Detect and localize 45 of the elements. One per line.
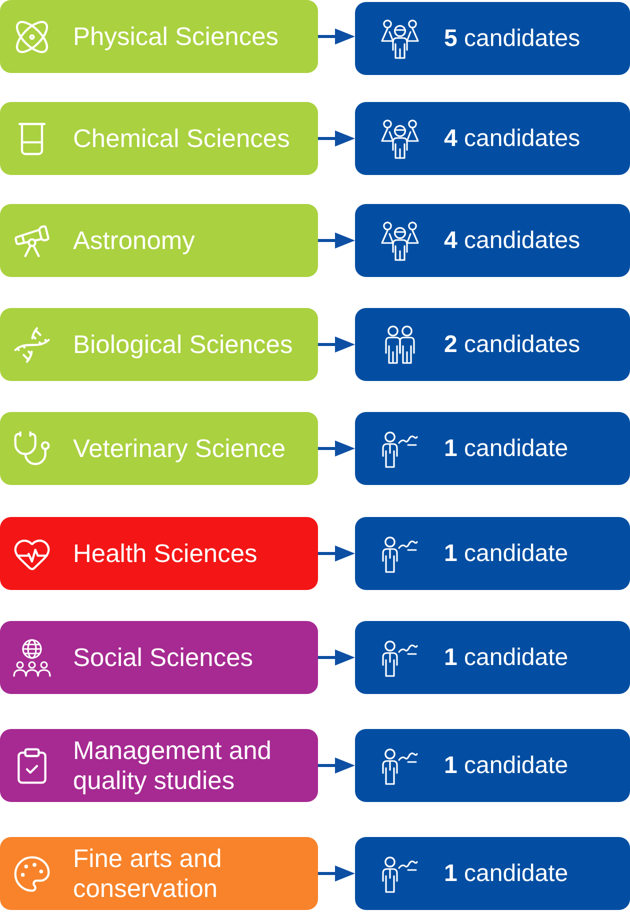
candidate-count: 1 candidate xyxy=(444,434,568,462)
category-box xyxy=(0,204,318,277)
category-label: Biological Sciences xyxy=(73,330,293,360)
arrow xyxy=(318,28,355,44)
arrow xyxy=(318,336,355,352)
arrow xyxy=(318,232,355,248)
category-box xyxy=(0,412,318,485)
category-box xyxy=(0,517,318,590)
candidate-count: 4 candidates xyxy=(444,226,580,254)
candidate-count: 1 candidate xyxy=(444,752,568,780)
category-label: Astronomy xyxy=(73,226,195,256)
candidate-count-box xyxy=(355,412,630,485)
candidate-count-box xyxy=(355,102,630,175)
arrow xyxy=(318,758,355,774)
arrow xyxy=(318,650,355,666)
arrow xyxy=(318,546,355,562)
candidate-count-box xyxy=(355,308,630,381)
candidate-count-box xyxy=(355,729,630,802)
candidate-count: 5 candidates xyxy=(444,24,580,52)
candidate-count-box xyxy=(355,517,630,590)
category-label: Veterinary Science xyxy=(73,434,286,464)
candidate-count: 1 candidate xyxy=(444,540,568,568)
category-box xyxy=(0,729,318,802)
candidate-count-box xyxy=(355,621,630,694)
category-label: Management and quality studies xyxy=(73,736,272,796)
category-label: Social Sciences xyxy=(73,642,254,672)
candidate-count: 2 candidates xyxy=(444,330,580,358)
category-box xyxy=(0,621,318,694)
candidate-count-box xyxy=(355,837,630,910)
category-box xyxy=(0,0,318,73)
arrow xyxy=(318,130,355,146)
category-label: Fine arts and conservation xyxy=(73,844,223,904)
candidate-count: 4 candidates xyxy=(444,124,580,152)
category-label: Physical Sciences xyxy=(73,22,279,52)
candidate-count-box xyxy=(355,2,630,75)
candidate-count: 1 candidate xyxy=(444,644,568,672)
category-label: Health Sciences xyxy=(73,538,258,568)
category-box xyxy=(0,308,318,381)
arrow xyxy=(318,866,355,882)
category-box xyxy=(0,837,318,910)
candidate-count-box xyxy=(355,204,630,277)
arrow xyxy=(318,440,355,456)
candidate-count: 1 candidate xyxy=(444,860,568,888)
category-box xyxy=(0,102,318,175)
category-label: Chemical Sciences xyxy=(73,124,290,154)
